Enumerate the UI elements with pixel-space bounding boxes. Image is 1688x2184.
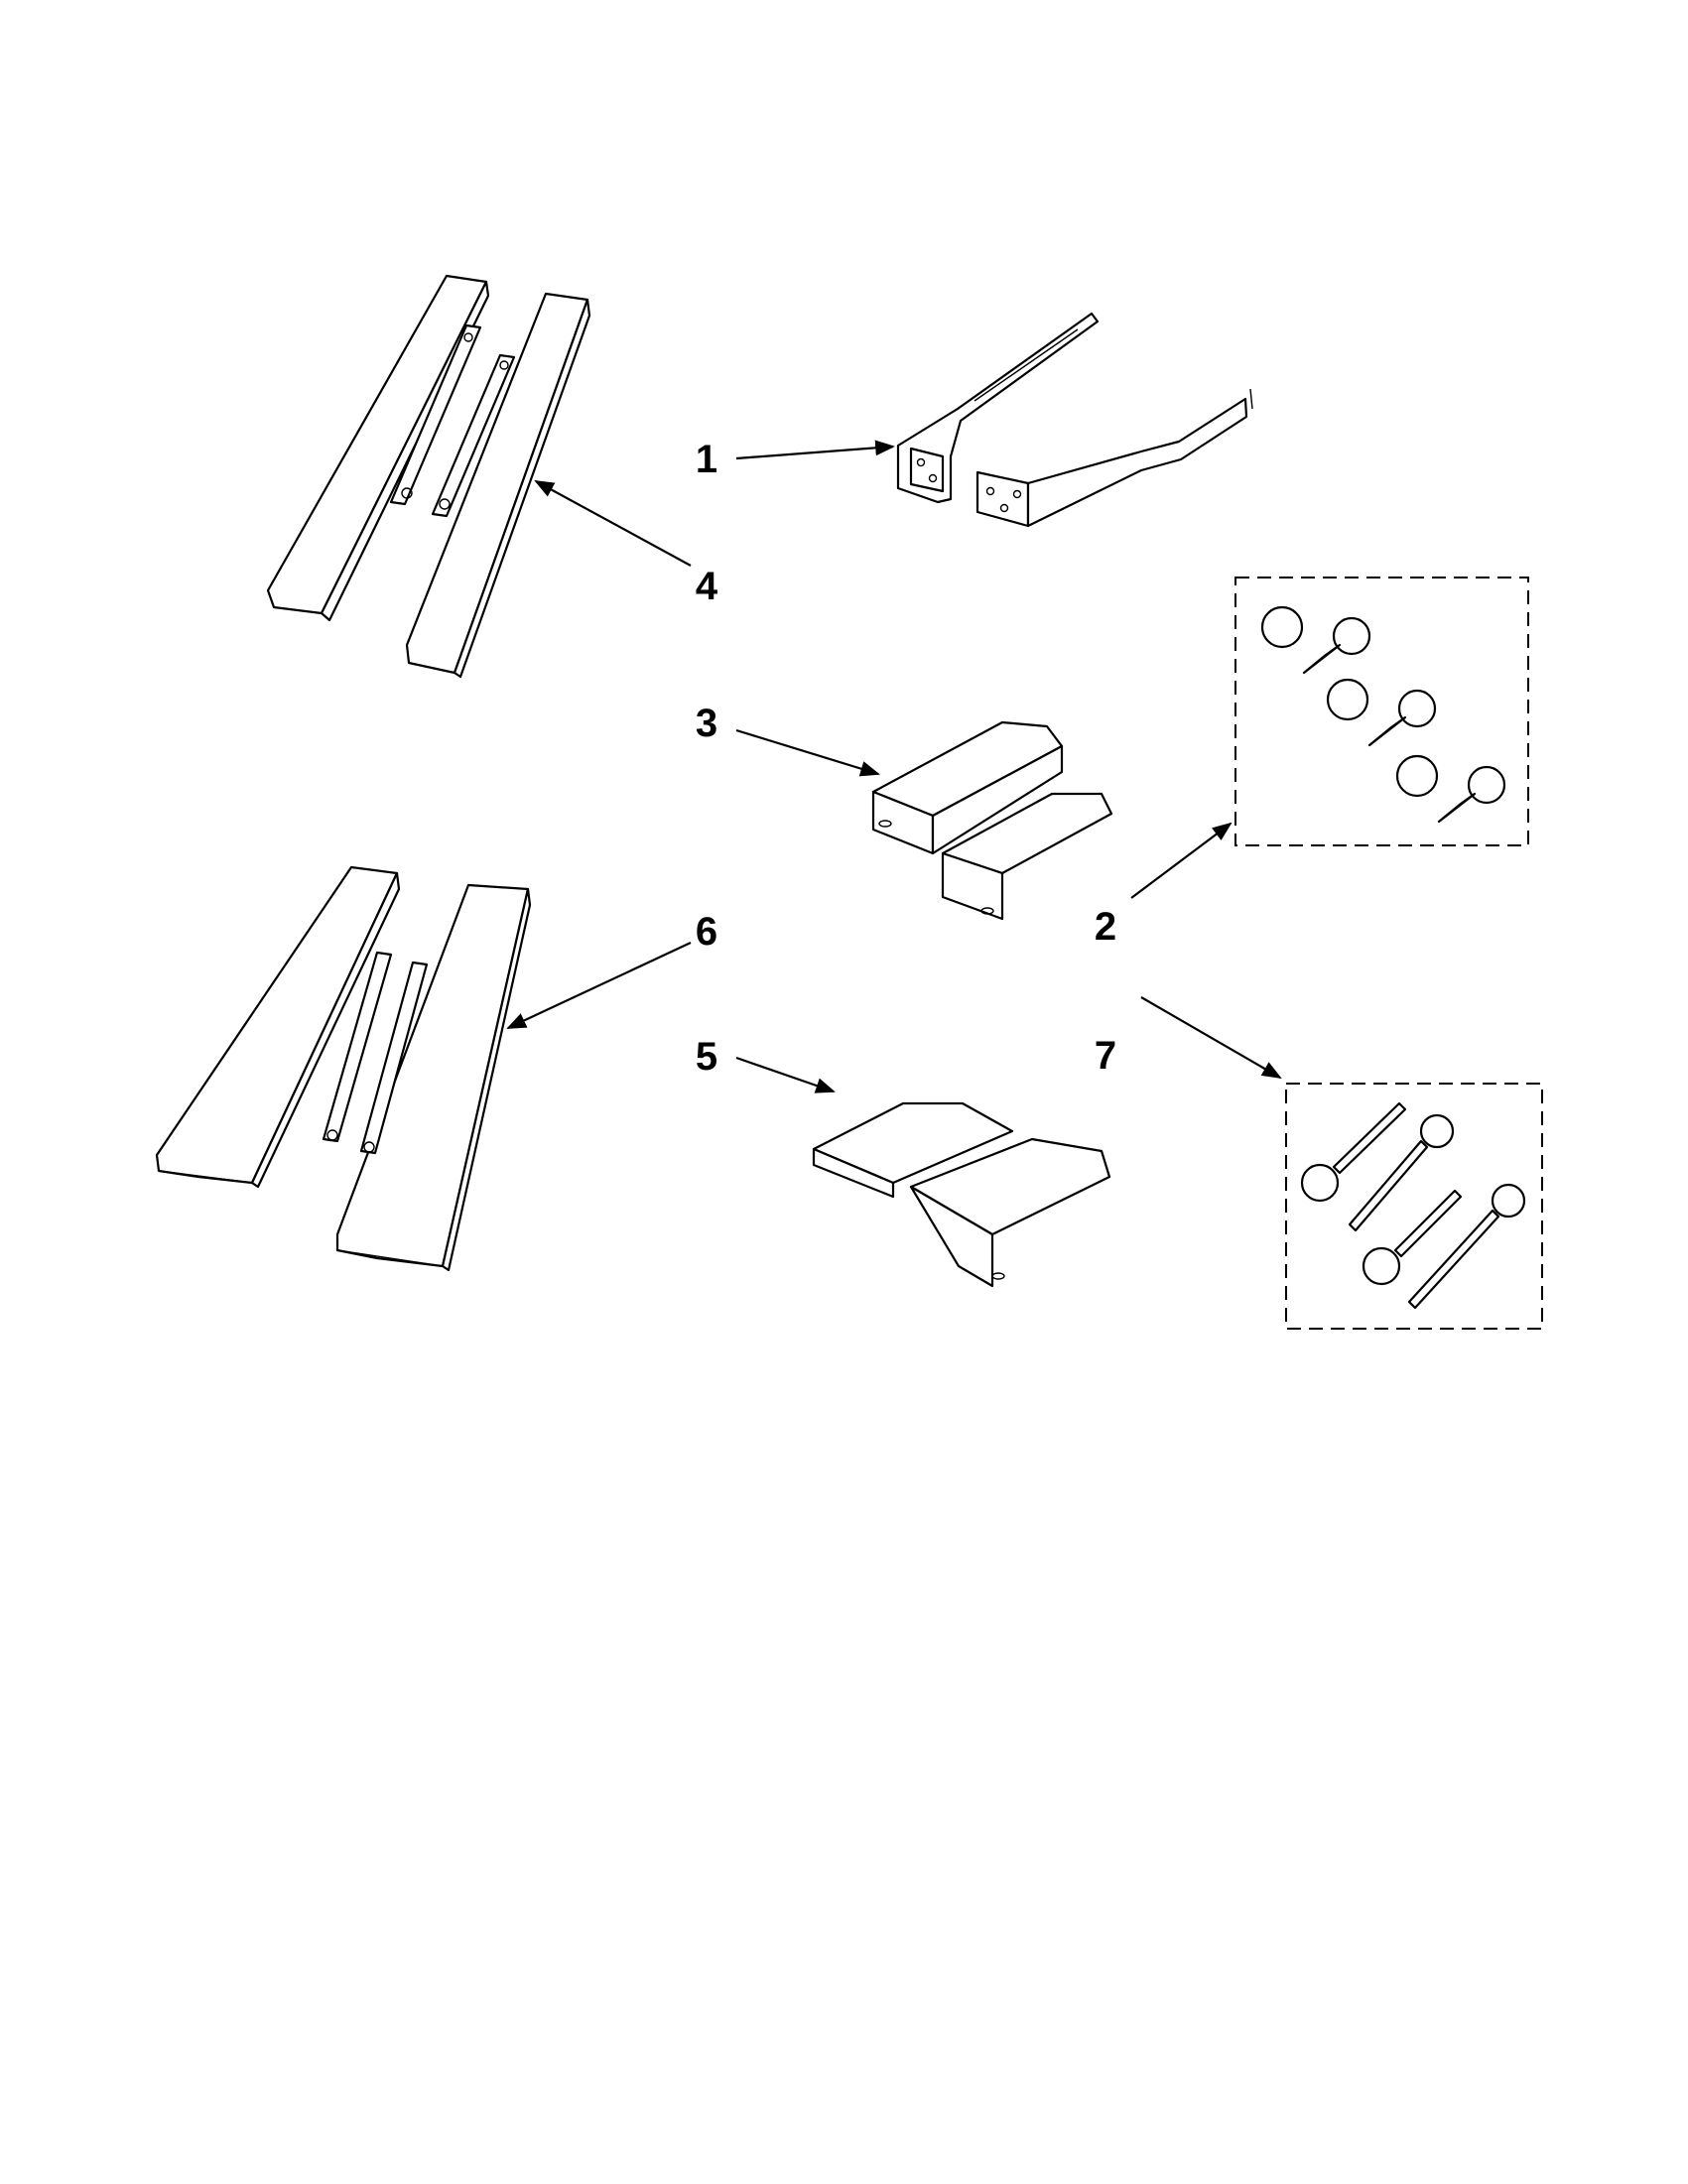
part-3-shields (871, 720, 1113, 921)
leader-lines (506, 440, 1282, 1093)
callout-4: 4 (696, 565, 718, 608)
part-7-long-screws (1285, 1083, 1543, 1330)
part-5-shields (812, 1101, 1111, 1288)
callout-5: 5 (696, 1035, 717, 1079)
callout-1: 1 (696, 438, 717, 481)
callout-6: 6 (696, 910, 717, 954)
part-6-trim-rails (155, 865, 532, 1272)
callout-3: 3 (696, 702, 717, 745)
part-1-u-brackets (896, 312, 1253, 528)
part-4-trim-rails (266, 274, 591, 679)
callout-numbers: 1 2 3 4 5 6 7 (696, 438, 1116, 1079)
part-2-short-screws (1234, 577, 1529, 846)
callout-2: 2 (1095, 905, 1116, 949)
callout-7: 7 (1095, 1034, 1116, 1078)
